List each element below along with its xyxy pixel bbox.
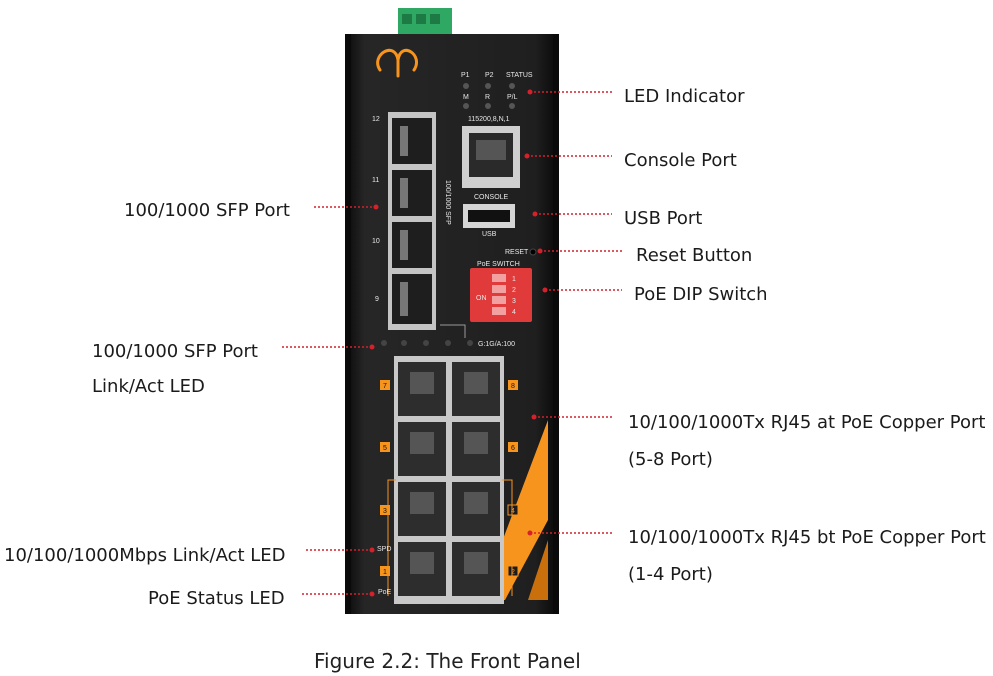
usb-label: USB — [482, 231, 497, 238]
rj45-port-numbers: 7 5 3 1 8 6 4 2 SPD PoE — [377, 380, 519, 596]
poe-dip-switch: PoE SWITCH ON 1 2 3 4 — [470, 261, 532, 322]
callout-sfp-led-line1: 100/1000 SFP Port — [92, 341, 258, 362]
sfp-vertical-label: 100/1000 SFP — [444, 180, 451, 225]
callout-sfp-port: 100/1000 SFP Port — [124, 200, 290, 221]
callout-rj45-bt-line1: 10/100/1000Tx RJ45 bt PoE Copper Port — [628, 527, 986, 548]
figure-caption: Figure 2.2: The Front Panel — [314, 649, 581, 673]
sfp-num-10: 10 — [372, 238, 380, 245]
port-num-3: 3 — [383, 508, 387, 515]
callout-reset-button: Reset Button — [636, 245, 753, 266]
callout-poe-status-led: PoE Status LED — [148, 588, 285, 609]
port-num-6: 6 — [511, 445, 515, 452]
dip-num-1: 1 — [512, 276, 516, 283]
callout-link-act-led: 10/100/1000Mbps Link/Act LED — [4, 545, 286, 566]
reset-button: RESET — [505, 248, 537, 256]
console-label: CONSOLE — [474, 194, 509, 201]
port-num-2: 2 — [511, 569, 515, 576]
dip-num-4: 4 — [512, 309, 516, 316]
port-num-8: 8 — [511, 383, 515, 390]
callout-console-port: Console Port — [624, 150, 737, 171]
console-port: CONSOLE — [462, 126, 520, 201]
port-num-5: 5 — [383, 445, 387, 452]
led-label-m: M — [463, 94, 469, 101]
dip-num-3: 3 — [512, 298, 516, 305]
callout-sfp-led-line2: Link/Act LED — [92, 376, 205, 397]
port-num-1: 1 — [383, 569, 387, 576]
led-label-pl: P/L — [507, 94, 518, 101]
usb-port: USB — [463, 204, 515, 238]
callout-rj45-bt-line2: (1-4 Port) — [628, 564, 713, 585]
led-label-r: R — [485, 94, 490, 101]
rj45-ports — [394, 356, 504, 604]
sfp-num-9: 9 — [375, 296, 379, 303]
callout-endpoints — [369, 89, 548, 597]
port-num-4: 4 — [511, 508, 515, 515]
callout-led-indicator: LED Indicator — [624, 86, 745, 107]
poe-switch-label: PoE SWITCH — [477, 261, 520, 268]
led-indicator-panel: P1 P2 STATUS M R P/L 115200,8,N,1 — [461, 72, 533, 123]
led-label-p1: P1 — [461, 72, 470, 79]
baud-label: 115200,8,N,1 — [468, 116, 510, 123]
callout-rj45-at-line1: 10/100/1000Tx RJ45 at PoE Copper Port — [628, 412, 986, 433]
port-num-7: 7 — [383, 383, 387, 390]
sfp-ports: 12 11 10 9 100/1000 SFP — [372, 112, 466, 338]
power-terminal-block — [398, 8, 452, 34]
sfp-num-11: 11 — [372, 177, 379, 184]
dip-num-2: 2 — [512, 287, 516, 294]
reset-label: RESET — [505, 249, 529, 256]
brand-logo — [376, 48, 418, 78]
callout-poe-dip-switch: PoE DIP Switch — [634, 284, 768, 305]
sfp-num-12: 12 — [372, 116, 380, 123]
sfp-led-label: G:1G/A:100 — [478, 341, 515, 348]
spd-label: SPD — [377, 546, 391, 553]
callout-leader-lines — [282, 91, 622, 595]
dip-on-label: ON — [476, 295, 487, 302]
callout-rj45-at-line2: (5-8 Port) — [628, 449, 713, 470]
callout-usb-port: USB Port — [624, 208, 703, 229]
poe-label: PoE — [378, 589, 392, 596]
sfp-link-leds: G:1G/A:100 — [381, 340, 515, 348]
led-label-p2: P2 — [485, 72, 494, 79]
led-label-status: STATUS — [506, 72, 533, 79]
